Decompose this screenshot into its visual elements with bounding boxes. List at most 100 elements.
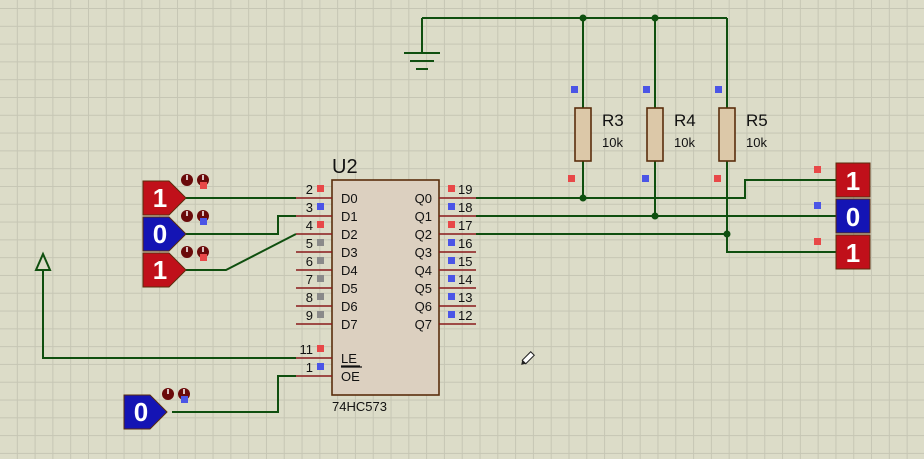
- logic-states: 1 0 1 0: [123, 174, 209, 430]
- pin-label-d6: D6: [341, 299, 358, 314]
- pin-number-q7: 12: [458, 308, 472, 323]
- d1-wire[interactable]: [186, 215, 296, 235]
- pin-number-q2: 17: [458, 218, 472, 233]
- pin-state-marker: [448, 311, 455, 318]
- pin-label-oe: OE: [341, 369, 360, 384]
- pin-number-q6: 13: [458, 290, 472, 305]
- pin-label-d5: D5: [341, 281, 358, 296]
- pin-state-marker: [317, 185, 324, 192]
- pin-state-marker: [448, 203, 455, 210]
- pin-label-d2: D2: [341, 227, 358, 242]
- pin-state-marker: [317, 311, 324, 318]
- logic-state-1[interactable]: 1: [142, 174, 209, 216]
- pin-state-marker: [814, 202, 821, 209]
- pin-number-d4: 6: [306, 254, 313, 269]
- pin-state-marker: [448, 221, 455, 228]
- pin-label-q6: Q6: [415, 299, 432, 314]
- logic-state-2-value: 0: [153, 219, 167, 249]
- logic-state-3[interactable]: 1: [142, 246, 209, 288]
- pin-label-q4: Q4: [415, 263, 432, 278]
- resistor-r5[interactable]: R5 10k: [714, 86, 768, 182]
- logic-state-2[interactable]: 0: [142, 210, 209, 252]
- resistor-r4[interactable]: R4 10k: [642, 86, 696, 182]
- pin-number-q5: 14: [458, 272, 472, 287]
- r5-value: 10k: [746, 135, 767, 150]
- ic-74hc573[interactable]: U2 74HC573 2D03D14D25D36D47D58D69D719Q01…: [296, 156, 476, 414]
- pin-number-d6: 8: [306, 290, 313, 305]
- logic-probe-3[interactable]: 1: [814, 234, 871, 270]
- pin-label-d3: D3: [341, 245, 358, 260]
- logic-state-oe-value: 0: [134, 397, 148, 427]
- pin-state-marker: [448, 293, 455, 300]
- pin-number-q1: 18: [458, 200, 472, 215]
- probe3-wire[interactable]: [726, 234, 838, 253]
- pin-state-marker: [317, 363, 324, 370]
- pin-number-q0: 19: [458, 182, 472, 197]
- r5-ref: R5: [746, 111, 768, 130]
- pin-state-marker: [200, 182, 207, 189]
- pin-label-d7: D7: [341, 317, 358, 332]
- pin-state-marker: [448, 239, 455, 246]
- pin-state-marker: [814, 238, 821, 245]
- resistor-r3[interactable]: R3 10k: [568, 86, 624, 182]
- ground-symbol[interactable]: [404, 18, 440, 70]
- pin-state-marker: [317, 203, 324, 210]
- pin-label-q7: Q7: [415, 317, 432, 332]
- logic-probe-value: 1: [846, 166, 860, 196]
- logic-probe-1[interactable]: 1: [814, 162, 871, 198]
- r4-value: 10k: [674, 135, 695, 150]
- pin-number-le: 11: [300, 342, 314, 357]
- q0-wire[interactable]: [476, 179, 838, 199]
- pencil-cursor-icon: [521, 351, 535, 365]
- pin-number-oe: 1: [306, 360, 313, 375]
- logic-probe-value: 1: [846, 238, 860, 268]
- pin-state-marker: [448, 185, 455, 192]
- pin-label-d4: D4: [341, 263, 358, 278]
- logic-state-oe[interactable]: 0: [123, 388, 190, 430]
- pin-number-q3: 16: [458, 236, 472, 251]
- pin-label-q5: Q5: [415, 281, 432, 296]
- pin-label-q2: Q2: [415, 227, 432, 242]
- pin-label-q1: Q1: [415, 209, 432, 224]
- pin-state-marker: [317, 345, 324, 352]
- pin-label-q0: Q0: [415, 191, 432, 206]
- pin-state-marker: [814, 166, 821, 173]
- r4-ref: R4: [674, 111, 696, 130]
- pin-state-marker: [317, 293, 324, 300]
- pin-state-marker: [317, 257, 324, 264]
- chip-pins: 2D03D14D25D36D47D58D69D719Q018Q117Q216Q3…: [296, 182, 476, 384]
- pin-label-q3: Q3: [415, 245, 432, 260]
- r3-value: 10k: [602, 135, 623, 150]
- pin-label-d1: D1: [341, 209, 358, 224]
- pin-number-d2: 4: [306, 218, 313, 233]
- d2-wire[interactable]: [186, 233, 297, 271]
- pin-state-marker: [181, 396, 188, 403]
- logic-probe-value: 0: [846, 202, 860, 232]
- r3-ref: R3: [602, 111, 624, 130]
- pin-state-marker: [317, 239, 324, 246]
- pin-number-d3: 5: [306, 236, 313, 251]
- pin-state-marker: [448, 257, 455, 264]
- pin-number-d5: 7: [306, 272, 313, 287]
- pin-state-marker: [200, 254, 207, 261]
- pin-state-marker: [317, 275, 324, 282]
- pin-label-le: LE: [341, 351, 357, 366]
- chip-designator: U2: [332, 156, 358, 178]
- pin-state-marker: [448, 275, 455, 282]
- pin-number-d7: 9: [306, 308, 313, 323]
- logic-state-1-value: 1: [153, 183, 167, 213]
- chip-part-number: 74HC573: [332, 399, 387, 414]
- logic-state-3-value: 1: [153, 255, 167, 285]
- pin-state-marker: [200, 218, 207, 225]
- pin-number-q4: 15: [458, 254, 472, 269]
- logic-probe-2[interactable]: 0: [814, 198, 871, 234]
- pin-number-d0: 2: [306, 182, 313, 197]
- oe-wire[interactable]: [172, 375, 296, 413]
- pin-label-d0: D0: [341, 191, 358, 206]
- logic-probes: 1 0 1: [814, 162, 871, 270]
- pin-state-marker: [317, 221, 324, 228]
- le-wire[interactable]: [42, 270, 296, 359]
- terminal-arrow-icon[interactable]: [34, 251, 52, 271]
